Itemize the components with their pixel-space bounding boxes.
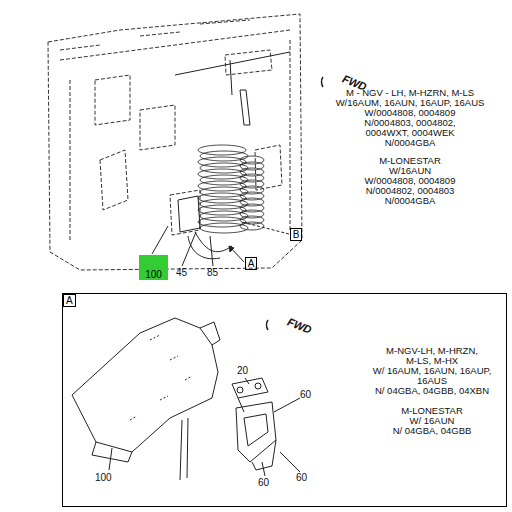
- note-text: M - NGV - LH, M-HZRN, M-LS: [346, 88, 474, 98]
- note-text: M-NGV-LH, M-HRZN,: [386, 346, 478, 356]
- note-text: N/0004803, 0004802,: [364, 118, 455, 128]
- node-label: A: [63, 294, 76, 307]
- callout-number: 100: [95, 473, 112, 483]
- callout-number: 60: [296, 473, 307, 483]
- note-text: W/ 16AUM, 16AUN, 16AUP,: [373, 366, 492, 376]
- detail-frame: A: [62, 293, 507, 507]
- callout-number: 60: [300, 390, 311, 400]
- note-text: N/0004802, 0004803: [366, 186, 455, 196]
- node-label: B: [293, 229, 300, 240]
- note-text: W/0004808, 0004809: [365, 108, 456, 118]
- view-reference-box: B: [290, 228, 302, 241]
- note-text: W/16AUM, 16AUN, 16AUP, 16AUS: [336, 98, 485, 108]
- callout-number: 85: [207, 268, 218, 278]
- note-text: N/0004GBA: [385, 138, 436, 148]
- note-text: M-LONESTAR: [401, 406, 463, 416]
- highlight-callout: 100: [139, 255, 168, 280]
- callout-number: 45: [176, 268, 187, 278]
- note-text: M-LONESTAR: [379, 156, 441, 166]
- node-label: A: [248, 258, 255, 269]
- callout-number: 20: [237, 366, 248, 376]
- note-text: N/ 04GBA, 04GBB, 04XBN: [375, 386, 489, 396]
- direction-mark: FWD: [286, 316, 313, 335]
- note-text: N/ 04GBA, 04GBB: [393, 426, 472, 436]
- note-text: 16AUS: [417, 376, 447, 386]
- node-label: 100: [145, 269, 162, 280]
- callout-number: 60: [258, 478, 269, 488]
- note-text: M-LS, M-HX: [406, 356, 458, 366]
- note-text: W/ 16AUN: [410, 416, 455, 426]
- view-reference-box: A: [245, 257, 257, 270]
- note-text: 0004WXT, 0004WEK: [365, 128, 454, 138]
- note-text: W/0004808, 0004809: [365, 176, 456, 186]
- note-text: W/16AUN: [389, 166, 431, 176]
- note-text: N/0004GBA: [385, 196, 436, 206]
